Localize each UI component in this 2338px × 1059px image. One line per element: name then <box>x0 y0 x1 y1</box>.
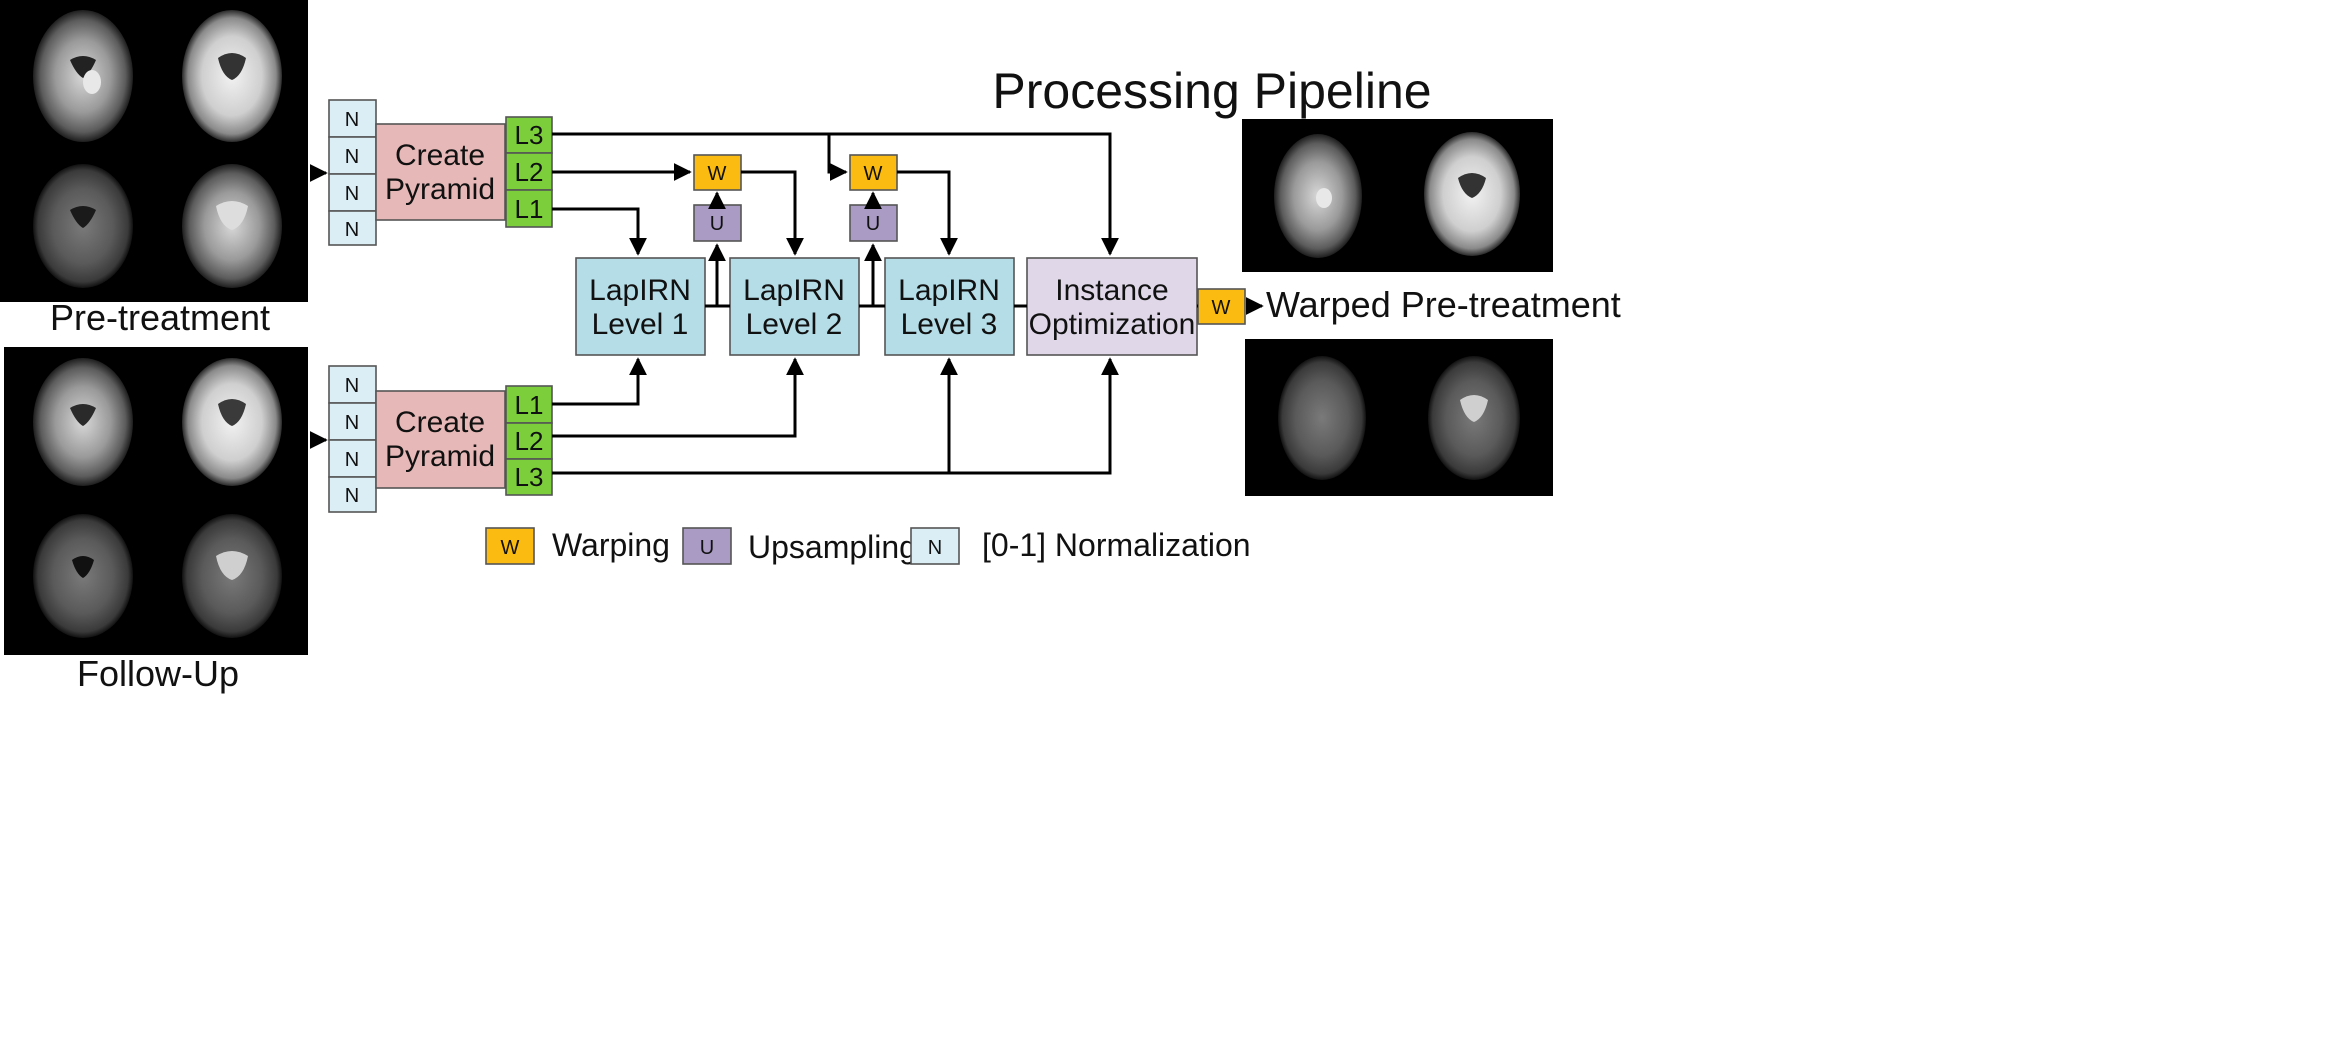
normalize-box: N <box>345 109 359 131</box>
svg-text:Level 1: Level 1 <box>592 308 689 341</box>
normalize-box: N <box>345 146 359 168</box>
svg-text:N: N <box>928 537 942 559</box>
legend-item-warping: W Warping <box>485 527 670 565</box>
scan-t1-icon <box>182 358 282 486</box>
svg-text:LapIRN: LapIRN <box>898 274 1000 307</box>
scan-flair-icon <box>33 10 133 142</box>
svg-text:Create: Create <box>395 139 485 172</box>
level-l1-label: L1 <box>515 390 544 420</box>
top-normalization-stack: N N N N <box>328 99 377 246</box>
level-l3-label: L3 <box>515 120 544 150</box>
normalize-box: N <box>345 183 359 205</box>
scan-t1ce-icon <box>33 514 133 638</box>
svg-text:Optimization: Optimization <box>1029 308 1196 341</box>
pre-treatment-scans <box>0 0 308 302</box>
svg-text:W: W <box>501 537 520 559</box>
svg-text:Upsampling: Upsampling <box>748 529 917 565</box>
level-l2-label: L2 <box>515 426 544 456</box>
scan-flair-icon <box>33 358 133 486</box>
warp-block-2: W <box>849 154 898 191</box>
svg-text:Warping: Warping <box>552 527 670 563</box>
svg-text:LapIRN: LapIRN <box>589 274 691 307</box>
svg-text:U: U <box>710 213 724 235</box>
svg-text:W: W <box>1212 297 1231 319</box>
svg-text:Instance: Instance <box>1055 274 1168 307</box>
normalize-box: N <box>345 219 359 241</box>
lapirn-level-1: LapIRN Level 1 <box>575 257 706 356</box>
bottom-create-pyramid: Create Pyramid <box>375 390 506 489</box>
connectors <box>552 132 1198 475</box>
instance-optimization-box: Instance Optimization <box>1026 257 1198 356</box>
svg-text:Pyramid: Pyramid <box>385 173 495 206</box>
diagram-title: Processing Pipeline <box>992 63 1431 119</box>
output-label: Warped Pre-treatment <box>1266 284 1621 325</box>
normalize-box: N <box>345 412 359 434</box>
scan-t1-icon <box>1424 132 1520 256</box>
scan-t1ce-icon <box>1278 356 1366 480</box>
scan-t1-icon <box>182 10 282 142</box>
svg-text:W: W <box>708 163 727 185</box>
svg-text:LapIRN: LapIRN <box>743 274 845 307</box>
scan-t2-icon <box>1428 356 1520 480</box>
level-l1-label: L1 <box>515 194 544 224</box>
svg-text:Create: Create <box>395 406 485 439</box>
scan-t2-icon <box>182 514 282 638</box>
svg-text:Level 2: Level 2 <box>746 308 843 341</box>
top-level-stack: L3 L2 L1 <box>505 116 553 228</box>
follow-up-label: Follow-Up <box>77 653 239 694</box>
svg-text:Pyramid: Pyramid <box>385 440 495 473</box>
bottom-normalization-stack: N N N N <box>328 365 377 513</box>
scan-t2-icon <box>182 164 282 288</box>
svg-text:U: U <box>700 537 714 559</box>
svg-text:W: W <box>864 163 883 185</box>
upsample-block-2: U <box>849 204 898 242</box>
normalize-box: N <box>345 449 359 471</box>
bottom-level-stack: L1 L2 L3 <box>505 385 553 496</box>
warped-output-scans <box>1242 119 1553 496</box>
legend-item-upsampling: U Upsampling <box>682 527 917 565</box>
scan-flair-icon <box>1274 134 1362 258</box>
legend-item-normalization: N [0-1] Normalization <box>910 527 1251 565</box>
lapirn-level-3: LapIRN Level 3 <box>884 257 1015 356</box>
svg-text:U: U <box>866 213 880 235</box>
follow-up-scans <box>4 347 308 655</box>
svg-text:[0-1] Normalization: [0-1] Normalization <box>982 527 1251 563</box>
lapirn-level-2: LapIRN Level 2 <box>729 257 860 356</box>
level-l2-label: L2 <box>515 157 544 187</box>
upsample-block-1: U <box>693 204 742 242</box>
top-create-pyramid: Create Pyramid <box>375 123 506 221</box>
pre-treatment-label: Pre-treatment <box>50 297 270 338</box>
scan-t1ce-icon <box>33 164 133 288</box>
warp-block-1: W <box>693 154 742 191</box>
level-l3-label: L3 <box>515 462 544 492</box>
normalize-box: N <box>345 485 359 507</box>
normalize-box: N <box>345 375 359 397</box>
legend: W Warping U Upsampling N [0-1] Normaliza… <box>485 527 1251 565</box>
warp-block-final: W <box>1197 288 1246 325</box>
svg-text:Level 3: Level 3 <box>901 308 998 341</box>
